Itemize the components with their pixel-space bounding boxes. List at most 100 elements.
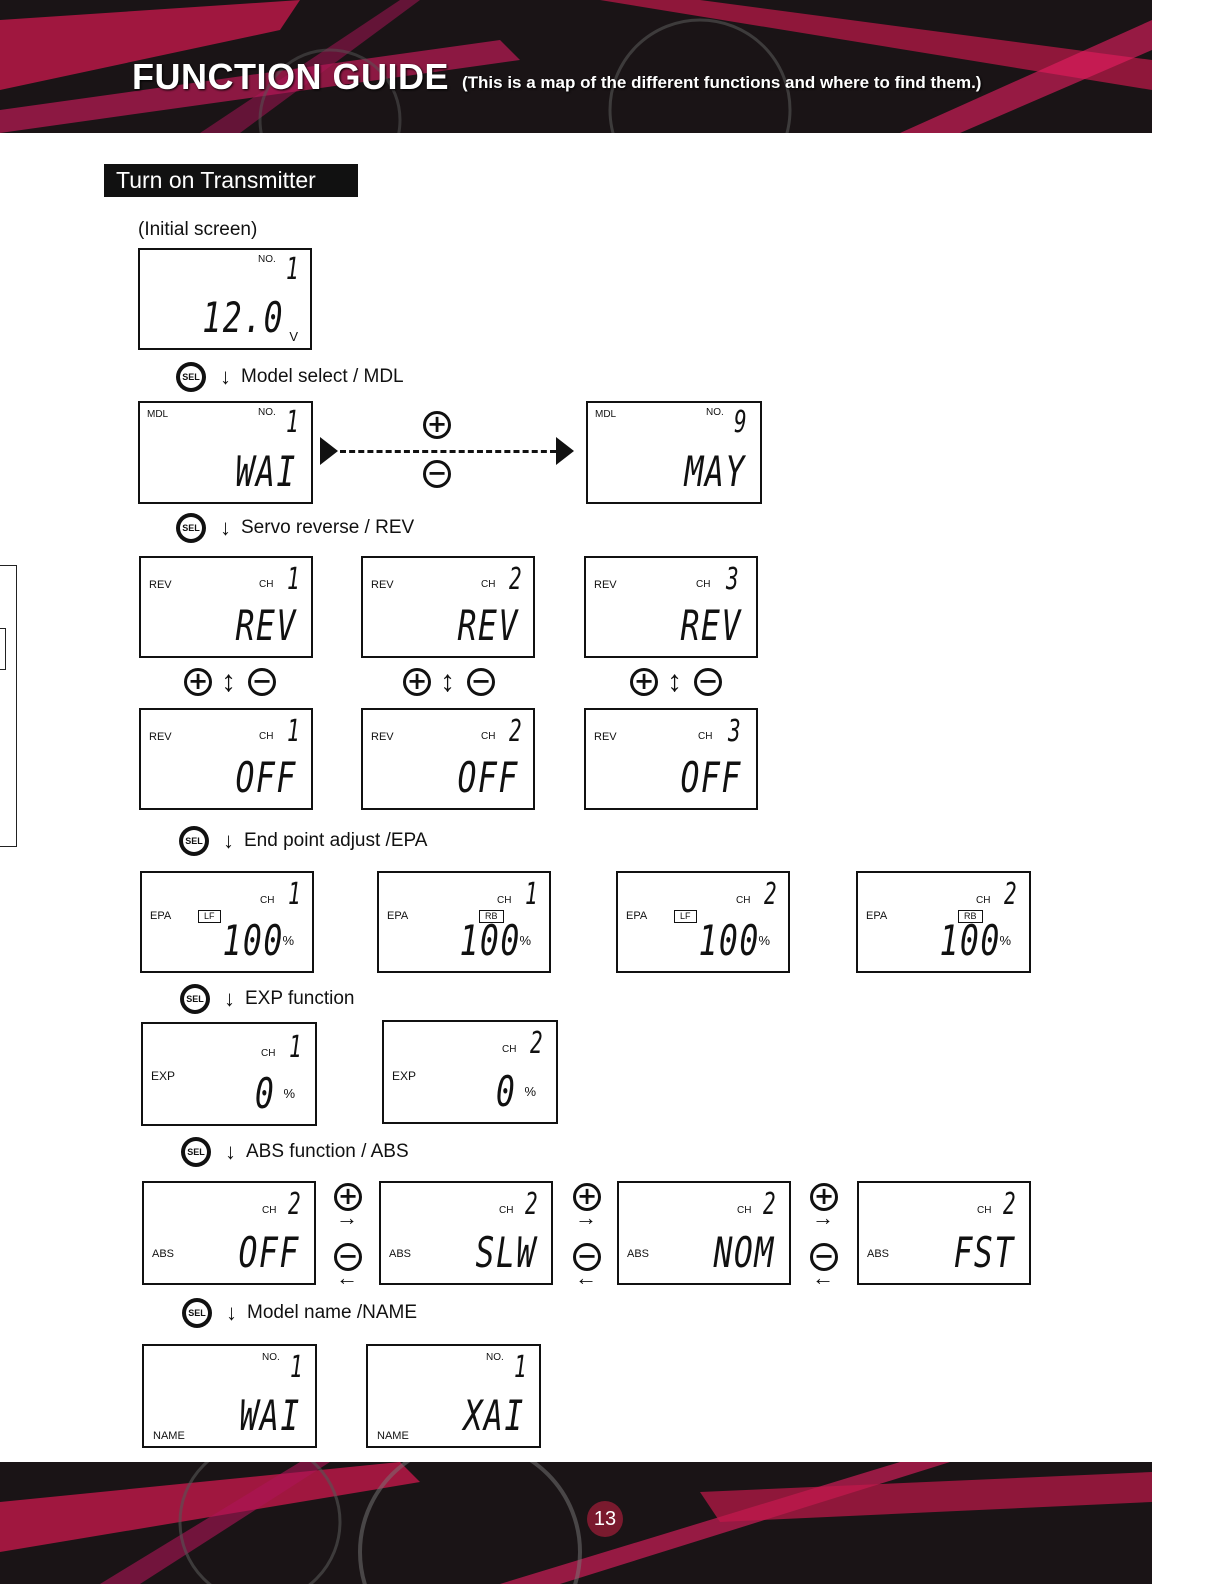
page-header: FUNCTION GUIDE (This is a map of the dif…	[0, 0, 1152, 133]
rev-value: OFF	[458, 753, 519, 802]
step-label: Model name /NAME	[247, 1302, 417, 1324]
model-name-value: MAY	[685, 447, 746, 496]
down-arrow-icon: ↓	[220, 364, 231, 390]
name-label: NAME	[377, 1430, 409, 1442]
down-arrow-icon: ↓	[224, 986, 235, 1012]
lcd-rev-off-ch1: REV CH 1 OFF	[139, 708, 313, 810]
sel-button-icon: SEL	[180, 984, 210, 1014]
lcd-abs-off: ABS CH 2 OFF	[142, 1181, 316, 1285]
ch-label: CH	[977, 1205, 991, 1216]
page-number: 13	[587, 1501, 623, 1537]
right-arrow-icon	[556, 437, 574, 465]
epa-label: EPA	[387, 910, 408, 922]
abs-label: ABS	[389, 1248, 411, 1260]
model-number: 1	[286, 252, 299, 287]
margin-bracket-inner	[0, 628, 6, 670]
plus-button-icon: +	[423, 411, 451, 439]
name-label: NAME	[153, 1430, 185, 1442]
volt-unit: V	[289, 329, 298, 344]
step-label: EXP function	[245, 988, 355, 1010]
right-arrow-icon: →	[812, 1208, 834, 1228]
step-model-name: SEL ↓ Model name /NAME	[182, 1298, 417, 1328]
down-arrow-icon: ↓	[220, 515, 231, 541]
minus-button-icon: −	[423, 460, 451, 488]
sel-button-icon: SEL	[182, 1298, 212, 1328]
lcd-model-9: MDL NO. 9 MAY	[586, 401, 762, 504]
sel-button-icon: SEL	[179, 826, 209, 856]
ch-label: CH	[259, 579, 273, 590]
down-arrow-icon: ↓	[226, 1300, 237, 1326]
lcd-epa-ch1-right: EPA RB CH 1 100 %	[377, 871, 551, 973]
epa-value: 100	[460, 916, 521, 965]
abs-label: ABS	[152, 1248, 174, 1260]
left-arrow-icon: ←	[336, 1268, 358, 1288]
no-label: NO.	[486, 1352, 504, 1363]
channel-number: 2	[525, 1187, 538, 1222]
mdl-label: MDL	[595, 409, 616, 420]
plus-button-icon: +	[403, 668, 431, 696]
model-name-value: WAI	[236, 447, 297, 496]
channel-number: 2	[1003, 1187, 1016, 1222]
ch-label: CH	[259, 731, 273, 742]
right-arrow-icon: →	[575, 1208, 597, 1228]
direction-indicator: LF	[674, 910, 697, 923]
initial-screen-caption: (Initial screen)	[138, 219, 257, 241]
ch-label: CH	[698, 731, 712, 742]
rev-value: OFF	[681, 753, 742, 802]
percent-unit: %	[283, 1086, 295, 1101]
abs-label: ABS	[867, 1248, 889, 1260]
channel-number: 2	[764, 877, 777, 912]
up-down-arrow-icon: ↕	[667, 667, 682, 697]
model-number: 1	[290, 1350, 303, 1385]
abs-value: SLW	[476, 1228, 537, 1277]
model-number: 1	[514, 1350, 527, 1385]
rev-label: REV	[594, 731, 617, 743]
ch-label: CH	[696, 579, 710, 590]
ch-label: CH	[976, 895, 990, 906]
channel-number: 1	[289, 1030, 302, 1065]
model-number: 9	[734, 405, 747, 440]
epa-value: 100	[940, 916, 1001, 965]
epa-label: EPA	[626, 910, 647, 922]
channel-number: 2	[763, 1187, 776, 1222]
step-label: End point adjust /EPA	[244, 830, 427, 852]
channel-number: 3	[726, 562, 739, 597]
lcd-abs-fst: ABS CH 2 FST	[857, 1181, 1031, 1285]
model-name-value: XAI	[464, 1391, 525, 1440]
abs-value: OFF	[239, 1228, 300, 1277]
ch-label: CH	[260, 895, 274, 906]
epa-value: 100	[699, 916, 760, 965]
abs-value: FST	[954, 1228, 1015, 1277]
ch-label: CH	[497, 895, 511, 906]
channel-number: 1	[525, 877, 538, 912]
lcd-rev-ch2: REV CH 2 REV	[361, 556, 535, 658]
lcd-name-xai: NO. 1 NAME XAI	[366, 1344, 541, 1448]
page-subtitle: (This is a map of the different function…	[462, 73, 981, 93]
step-servo-reverse: SEL ↓ Servo reverse / REV	[176, 513, 414, 543]
lcd-epa-ch1-left: EPA LF CH 1 100 %	[140, 871, 314, 973]
left-arrow-icon: ←	[575, 1268, 597, 1288]
voltage-value: 12.0	[202, 293, 284, 342]
exp-label: EXP	[151, 1069, 175, 1083]
percent-unit: %	[519, 933, 531, 948]
step-exp-function: SEL ↓ EXP function	[180, 984, 355, 1014]
epa-label: EPA	[866, 910, 887, 922]
rev-value: OFF	[236, 753, 297, 802]
step-label: ABS function / ABS	[246, 1141, 409, 1163]
right-arrow-icon: →	[336, 1208, 358, 1228]
down-arrow-icon: ↓	[225, 1139, 236, 1165]
rev-label: REV	[371, 579, 394, 591]
rev-value: REV	[236, 601, 297, 650]
rev-label: REV	[149, 731, 172, 743]
plus-button-icon: +	[184, 668, 212, 696]
lcd-model-1: MDL NO. 1 WAI	[138, 401, 313, 504]
exp-value: 0	[496, 1067, 516, 1116]
mdl-label: MDL	[147, 409, 168, 420]
section-title: Turn on Transmitter	[104, 164, 358, 197]
no-label: NO.	[706, 407, 724, 418]
up-down-arrow-icon: ↕	[221, 667, 236, 697]
rev-label: REV	[371, 731, 394, 743]
lcd-name-wai: NO. 1 NAME WAI	[142, 1344, 317, 1448]
step-label: Model select / MDL	[241, 366, 404, 388]
minus-button-icon: −	[694, 668, 722, 696]
